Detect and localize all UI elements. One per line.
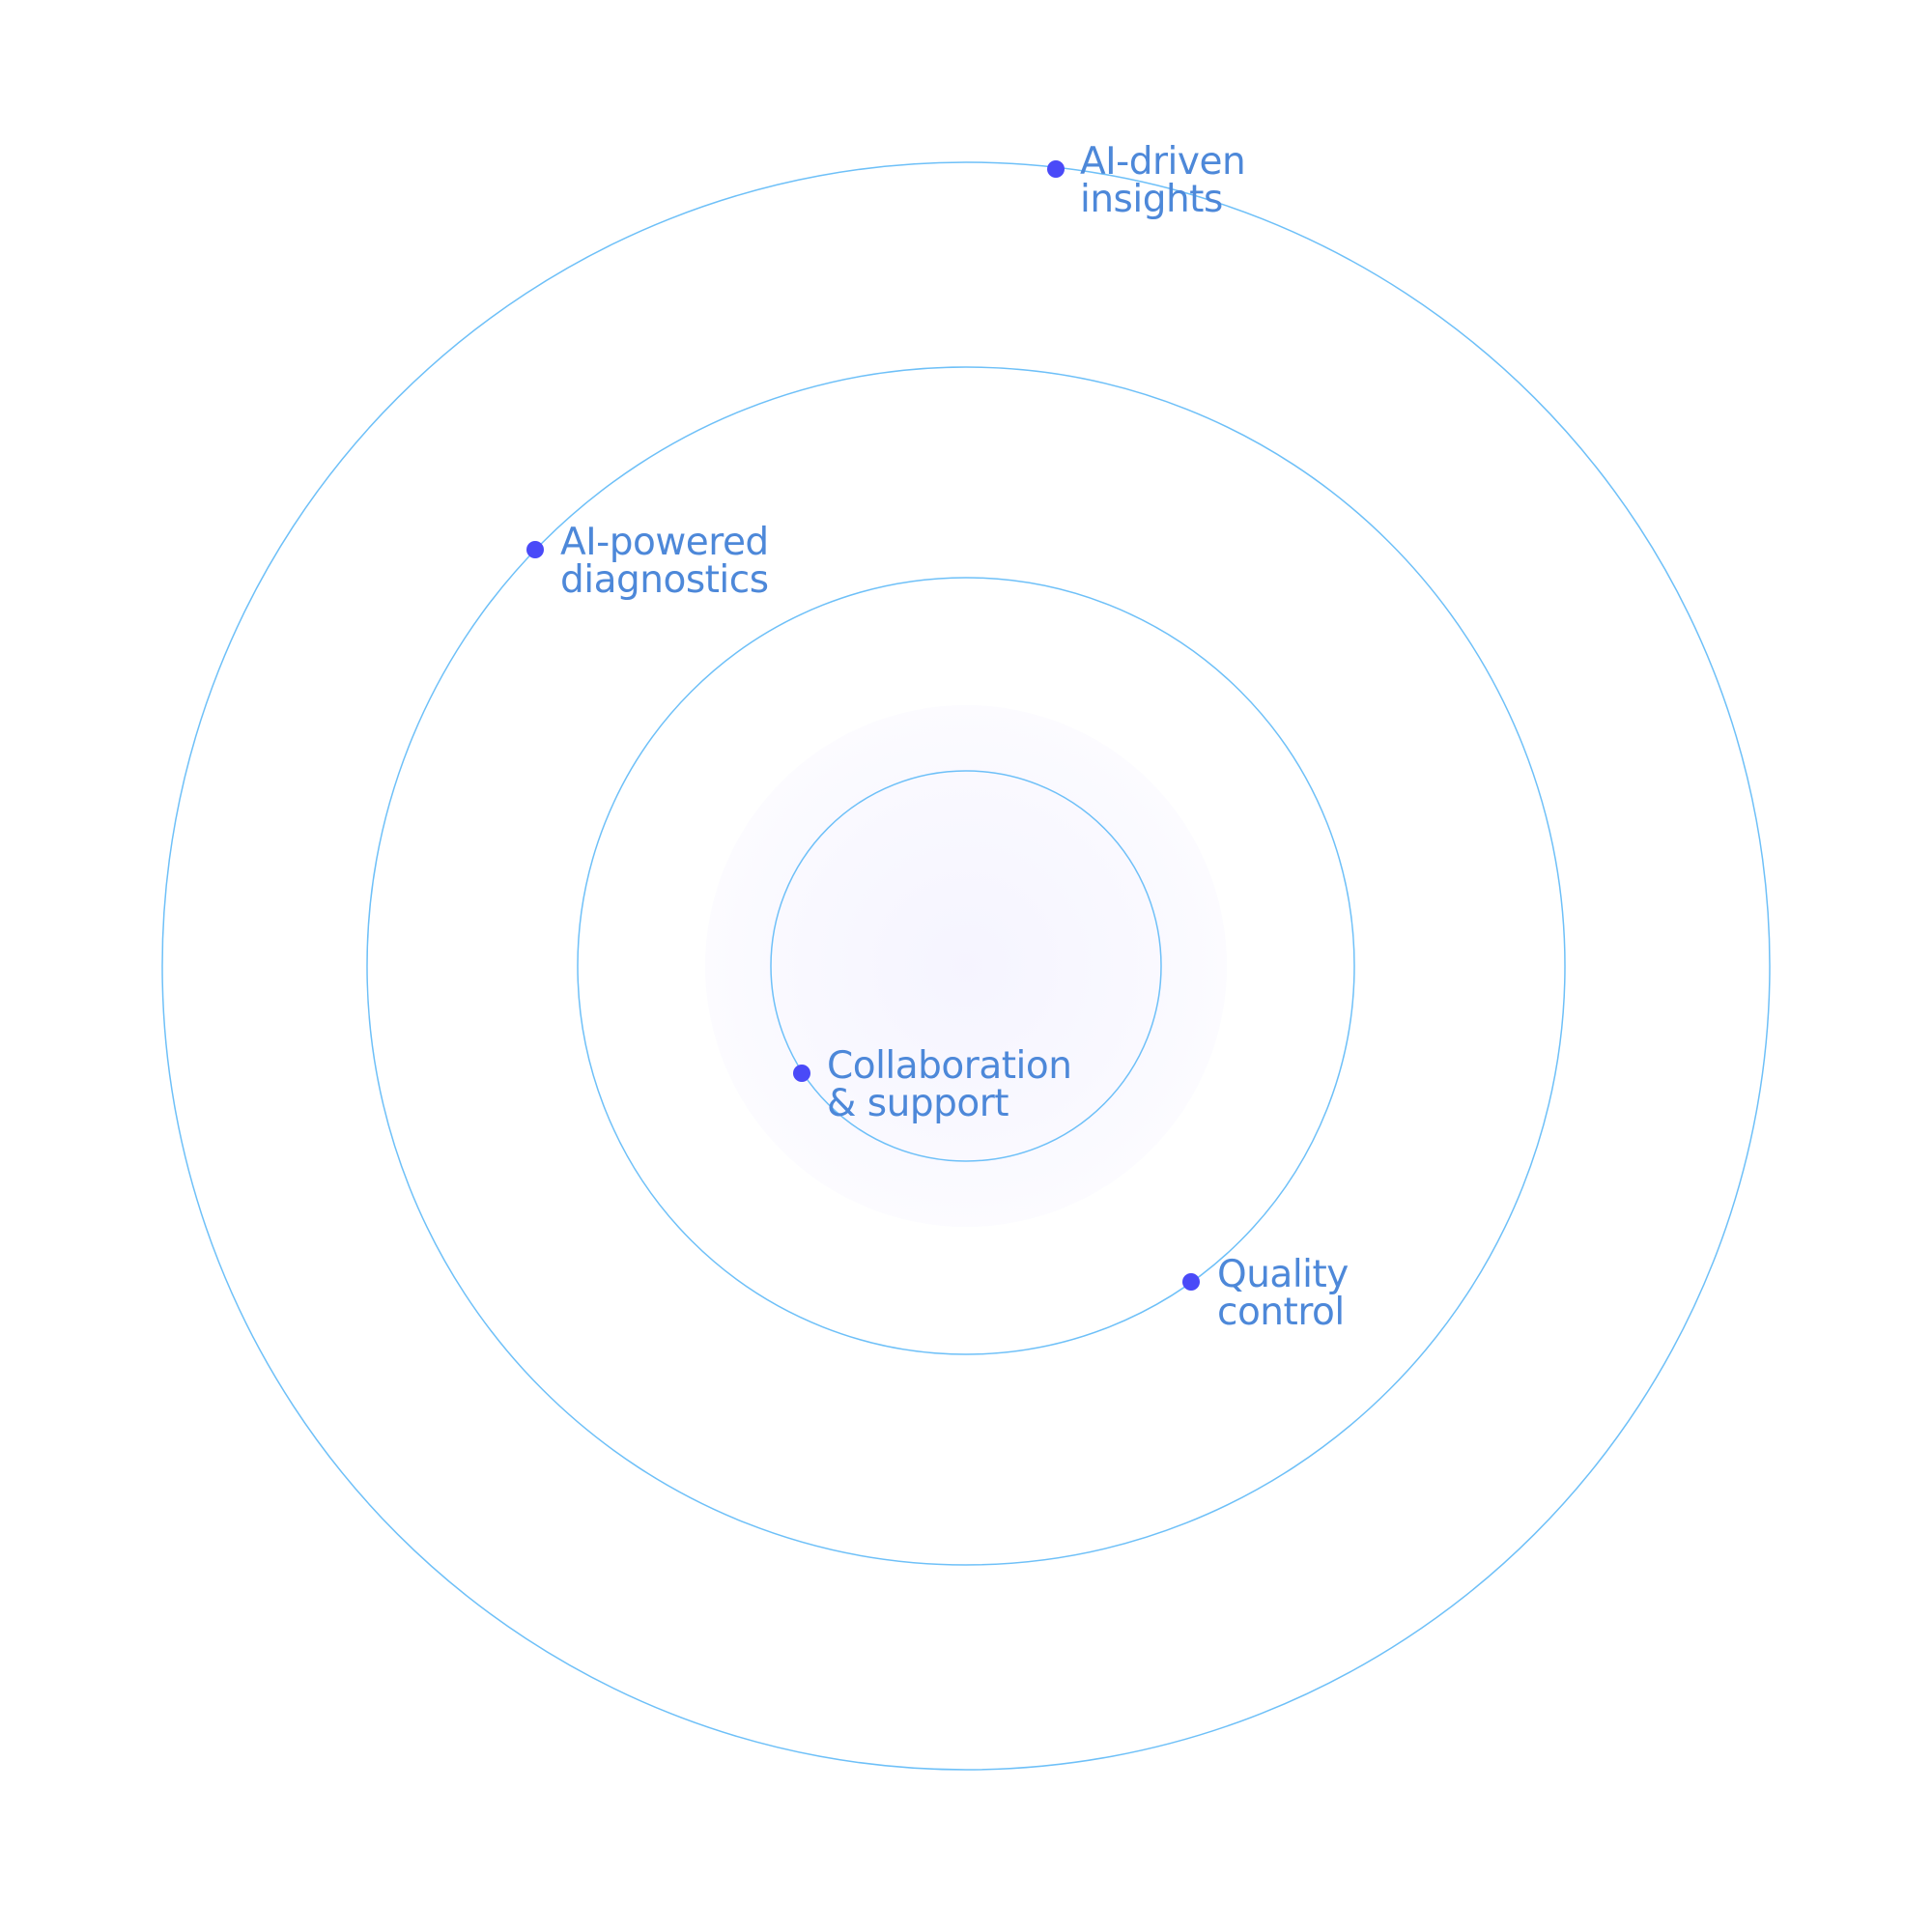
label-line: insights — [1080, 178, 1223, 221]
label-line: Quality — [1217, 1253, 1349, 1296]
label-line: control — [1217, 1291, 1345, 1334]
dot-ai-powered-diagnostics — [526, 541, 544, 558]
label-line: AI-driven — [1080, 140, 1246, 184]
ring-second — [366, 366, 1566, 1566]
label-quality-control: Quality control — [1217, 1256, 1349, 1331]
dot-collaboration-support — [793, 1065, 810, 1082]
label-line: AI-powered — [560, 521, 769, 564]
ring-inner — [770, 770, 1162, 1162]
label-line: Collaboration — [827, 1044, 1072, 1088]
label-collaboration-support: Collaboration & support — [827, 1044, 1072, 1125]
dot-ai-driven-insights — [1047, 160, 1065, 178]
label-ai-driven-insights: AI-driven insights — [1080, 140, 1246, 221]
label-ai-powered-diagnostics: AI-powered diagnostics — [560, 524, 769, 599]
ring-outer — [161, 161, 1771, 1771]
dot-quality-control — [1182, 1273, 1200, 1291]
ring-third — [577, 577, 1355, 1355]
label-line: & support — [827, 1082, 1009, 1125]
center-glow — [705, 705, 1227, 1227]
label-line: diagnostics — [560, 558, 769, 602]
